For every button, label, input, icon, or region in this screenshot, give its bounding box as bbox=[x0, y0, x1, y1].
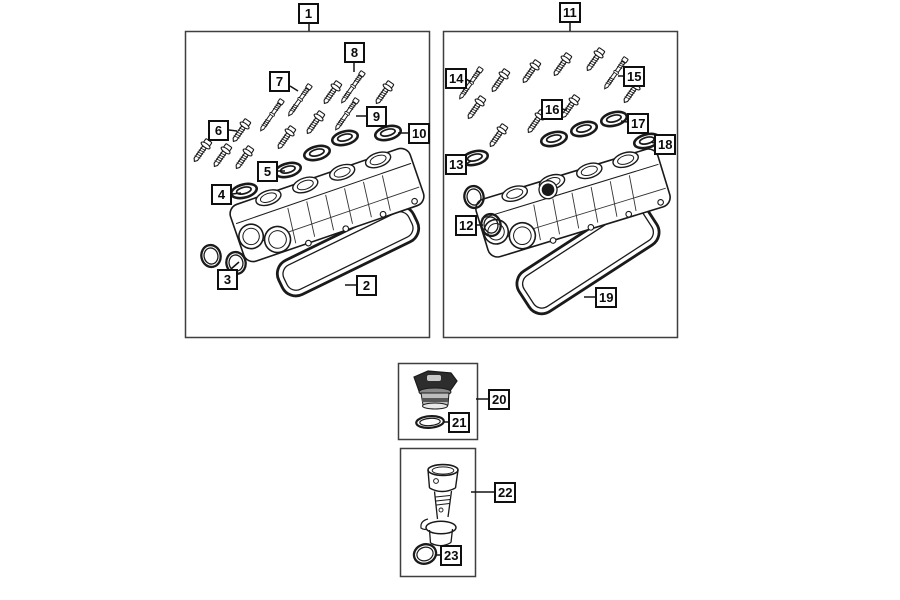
bolt-art bbox=[306, 110, 326, 135]
callout-3[interactable]: 3 bbox=[217, 269, 238, 290]
cap-o-ring-art bbox=[415, 415, 445, 429]
callout-1[interactable]: 1 bbox=[298, 3, 319, 24]
leader-line-6 bbox=[228, 129, 238, 132]
callout-15[interactable]: 15 bbox=[623, 66, 646, 87]
callout-5[interactable]: 5 bbox=[257, 161, 278, 182]
callout-12[interactable]: 12 bbox=[455, 215, 478, 236]
callout-2[interactable]: 2 bbox=[356, 275, 377, 296]
valve-cover-art bbox=[229, 147, 425, 263]
leader-line-7 bbox=[289, 85, 299, 92]
callout-17[interactable]: 17 bbox=[627, 113, 650, 134]
callout-23[interactable]: 23 bbox=[440, 545, 463, 566]
o-ring-art bbox=[200, 243, 222, 269]
leader-line-17 bbox=[620, 120, 628, 123]
bolt-art bbox=[553, 52, 573, 77]
bolt-art bbox=[232, 118, 252, 143]
callout-8[interactable]: 8 bbox=[344, 42, 365, 63]
bolt-art bbox=[213, 143, 233, 168]
callout-9[interactable]: 9 bbox=[366, 106, 387, 127]
leader-line-4 bbox=[231, 192, 242, 195]
callout-4[interactable]: 4 bbox=[211, 184, 232, 205]
bolt-art bbox=[235, 145, 255, 170]
stud-art bbox=[335, 97, 360, 131]
leader-line-18 bbox=[650, 141, 655, 144]
o-ring-art bbox=[463, 184, 485, 210]
gasket-art bbox=[515, 200, 661, 316]
bolt-art bbox=[277, 125, 297, 150]
stud-art bbox=[341, 70, 366, 104]
callout-7[interactable]: 7 bbox=[269, 71, 290, 92]
callout-6[interactable]: 6 bbox=[208, 120, 229, 141]
callout-18[interactable]: 18 bbox=[654, 134, 677, 155]
seal-art bbox=[599, 110, 629, 128]
callout-22[interactable]: 22 bbox=[494, 482, 517, 503]
callout-16[interactable]: 16 bbox=[541, 99, 564, 120]
filler-tube-art bbox=[420, 463, 459, 547]
bolt-art bbox=[491, 68, 511, 93]
callout-21[interactable]: 21 bbox=[448, 412, 471, 433]
stud-art bbox=[459, 66, 484, 100]
tube-o-ring-art bbox=[412, 543, 438, 565]
bolt-art bbox=[561, 94, 581, 119]
bolt-art bbox=[375, 80, 395, 105]
leader-line-3 bbox=[230, 261, 240, 270]
callout-10[interactable]: 10 bbox=[408, 123, 431, 144]
bolt-art bbox=[323, 80, 343, 105]
bolt-art bbox=[586, 47, 606, 72]
callout-13[interactable]: 13 bbox=[445, 154, 468, 175]
seal-art bbox=[330, 129, 360, 147]
callout-14[interactable]: 14 bbox=[445, 68, 468, 89]
callout-11[interactable]: 11 bbox=[559, 2, 581, 23]
gasket-art bbox=[275, 204, 421, 298]
stud-art bbox=[260, 98, 285, 132]
stud-art bbox=[288, 83, 313, 117]
oil-cap-art bbox=[413, 370, 458, 410]
stud-art bbox=[604, 56, 629, 90]
bolt-art bbox=[489, 123, 509, 148]
seal-art bbox=[539, 130, 569, 148]
valve-cover-art bbox=[475, 148, 671, 258]
callout-20[interactable]: 20 bbox=[488, 389, 511, 410]
seal-art bbox=[302, 144, 332, 162]
seal-art bbox=[569, 120, 599, 138]
o-ring-art bbox=[480, 212, 502, 238]
callout-19[interactable]: 19 bbox=[595, 287, 618, 308]
seal-art bbox=[229, 182, 259, 200]
bolt-art bbox=[467, 95, 487, 120]
bolt-art bbox=[522, 59, 542, 84]
